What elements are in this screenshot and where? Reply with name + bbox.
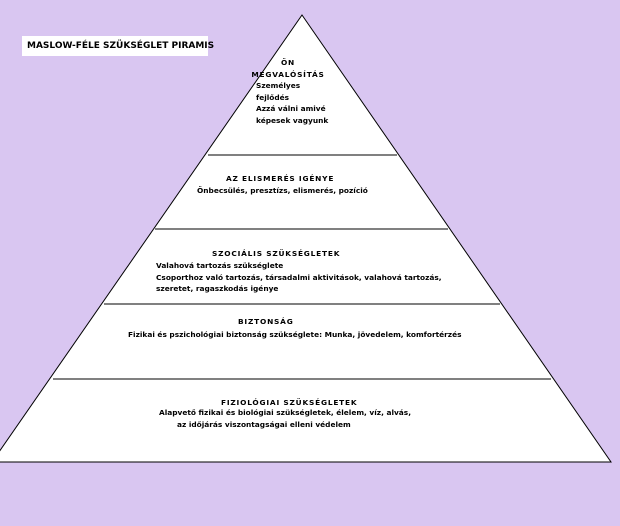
level-physiological-body: Alapvető fizikai és biológiai szükséglet…: [159, 407, 411, 419]
level-1-heading-line-2: MEGVALÓSÍTÁS: [251, 69, 325, 79]
level-esteem-body: Önbecsülés, presztízs, elismerés, pozíci…: [197, 185, 368, 197]
level-3-body-line-2: Csoporthoz való tartozás, társadalmi akt…: [156, 272, 442, 282]
level-5-heading: FIZIOLÓGIAI SZÜKSÉGLETEK: [221, 398, 358, 407]
level-safety-body: Fizikai és pszichológiai biztonság szüks…: [128, 329, 462, 341]
level-self-actualization: ÖN MEGVALÓSÍTÁS: [238, 57, 338, 80]
level-2-body-line-1: Önbecsülés, presztízs, elismerés, pozíci…: [197, 186, 368, 195]
level-physiological: FIZIOLÓGIAI SZÜKSÉGLETEK: [221, 397, 357, 409]
level-1-body-line-4: képesek vagyunk: [256, 115, 329, 125]
pyramid-outline: [0, 14, 612, 463]
level-1-body-line-3: Azzá válni amivé: [256, 104, 326, 113]
level-5-body-line-1: Alapvető fizikai és biológiai szükséglet…: [159, 408, 411, 417]
level-1-body-line-2: fejlődés: [256, 92, 290, 102]
level-3-body-line-1: Valahová tartozás szükséglete: [156, 261, 284, 270]
level-5-body-line-2: az időjárás viszontagságai elleni védele…: [177, 420, 351, 429]
level-esteem: AZ ELISMERÉS IGÉNYE: [226, 173, 334, 185]
level-1-heading-line-1: ÖN: [280, 58, 296, 67]
level-3-body-line-3: szeretet, ragaszkodás igénye: [156, 284, 279, 293]
level-1-body-line-1: Személyes: [256, 81, 301, 90]
level-self-actualization-body: Személyes fejlődés Azzá válni amivé képe…: [256, 80, 328, 126]
level-4-body-line-1: Fizikai és pszichológiai biztonság szüks…: [128, 330, 462, 339]
level-social: SZOCIÁLIS SZÜKSÉGLETEK: [212, 248, 340, 260]
level-2-heading: AZ ELISMERÉS IGÉNYE: [226, 174, 335, 183]
level-3-heading: SZOCIÁLIS SZÜKSÉGLETEK: [212, 249, 341, 258]
level-social-body: Valahová tartozás szükséglete Csoporthoz…: [156, 260, 442, 295]
level-safety: BIZTONSÁG: [238, 316, 294, 328]
diagram-title: MASLOW-FÉLE SZÜKSÉGLET PIRAMIS: [22, 36, 214, 56]
level-physiological-body-2: az időjárás viszontagságai elleni védele…: [177, 419, 351, 431]
level-4-heading: BIZTONSÁG: [238, 317, 294, 326]
